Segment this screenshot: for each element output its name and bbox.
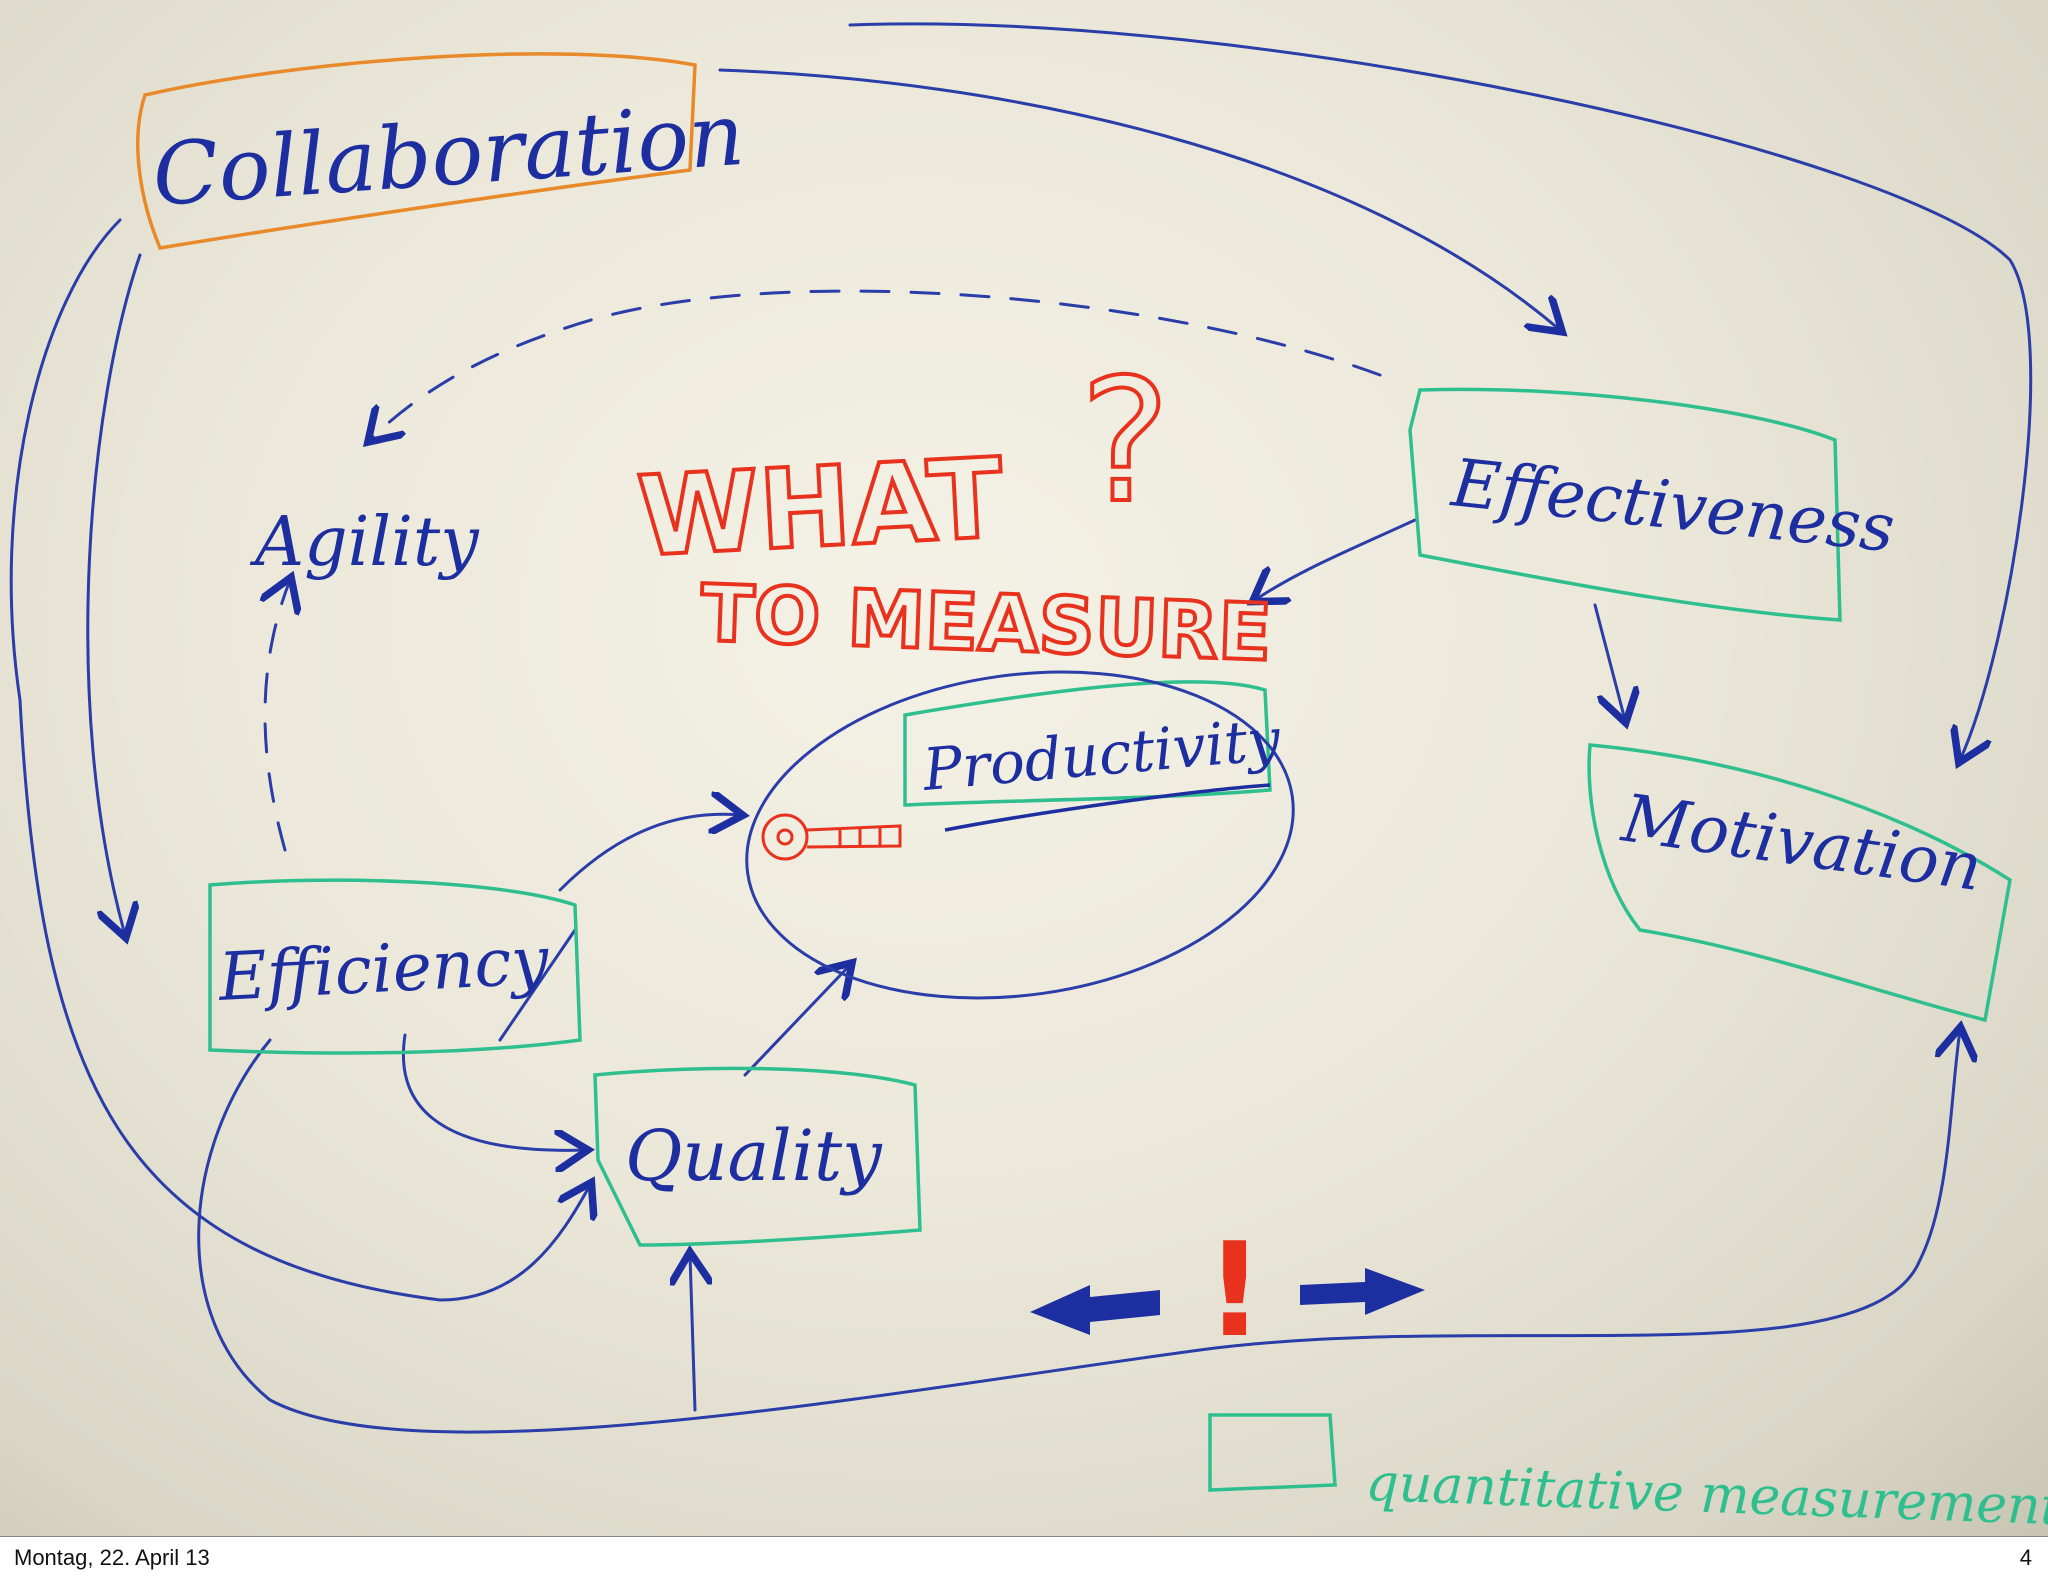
effectiveness-to-agility-dashed (370, 289, 1382, 440)
effectiveness-box (1408, 387, 1842, 622)
productivity-ellipse (745, 670, 1295, 1000)
exclamation-mark: ! (1205, 1214, 1264, 1366)
efficiency-to-agility-dashed (265, 580, 290, 852)
whiteboard: WHAT TO MEASURE ? Collaboration Agility … (0, 0, 2048, 1536)
slide-footer: Montag, 22. April 13 4 (0, 1536, 2048, 1576)
collab-to-efficiency-arrow (86, 253, 142, 935)
efficiency-box (208, 878, 582, 1055)
thick-left-arrow (1030, 1285, 1160, 1335)
headline-question-mark: ? (1080, 343, 1170, 541)
collaboration-box (136, 52, 697, 250)
page-number: 4 (2019, 1545, 2032, 1570)
legend-box (1208, 1413, 1337, 1492)
dashed-connectors (265, 289, 1382, 852)
thick-right-arrow (1300, 1268, 1425, 1315)
agility-label: Agility (249, 503, 480, 582)
efficiency-label: Efficiency (216, 922, 551, 1016)
effectiveness-to-whatmeasure-arrow (1255, 518, 1417, 600)
top-outer-arc (848, 22, 2033, 760)
legend-label: quantitative measurements (1365, 1453, 2048, 1536)
collaboration-label: Collaboration (149, 85, 747, 226)
effectiveness-label: Effectiveness (1447, 444, 1898, 567)
effectiveness-to-motivation-arrow (1593, 603, 1625, 720)
collab-to-effectiveness-arrow (718, 68, 1560, 330)
bottom-loop (197, 1030, 1960, 1434)
headline-line2: TO MEASURE (699, 569, 1273, 679)
motivation-label: Motivation (1617, 779, 1987, 906)
footer-date: Montag, 22. April 13 (14, 1545, 210, 1570)
quality-box (593, 1066, 922, 1247)
productivity-underline (944, 783, 1271, 832)
efficiency-to-productivity-arrow (558, 814, 740, 892)
motivation-box (1587, 743, 2012, 1023)
connector-lines (9, 22, 2033, 1434)
headline-line1: WHAT (635, 434, 1006, 581)
diagram-canvas: WHAT TO MEASURE ? Collaboration Agility … (9, 22, 2048, 1536)
bottom-to-quality-arrow (690, 1255, 695, 1412)
efficiency-to-quality-arrow (401, 1033, 585, 1150)
quality-label: Quality (625, 1115, 883, 1197)
productivity-box (903, 680, 1272, 807)
efficiency-up-link (498, 928, 577, 1042)
key-icon (761, 813, 902, 861)
quality-to-productivity-arrow (743, 965, 850, 1077)
left-outer-arc (9, 218, 590, 1302)
